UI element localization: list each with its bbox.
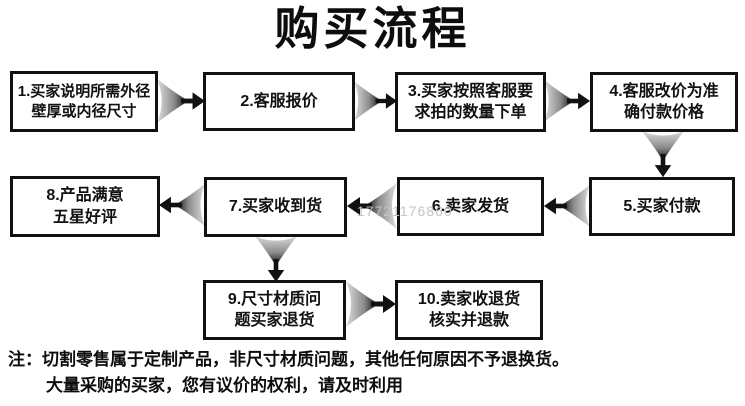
step-text: 4.客服改价为准 xyxy=(609,82,719,100)
arrow-left-icon xyxy=(158,183,206,227)
flow-step-2: 2.客服报价 xyxy=(203,72,355,131)
step-text: 五星好评 xyxy=(52,208,117,226)
footnote: 注：切割零售属于定制产品，非尺寸材质问题，其他任何原因不予退换货。 大量采购的买… xyxy=(8,347,738,399)
arrow-right-icon xyxy=(543,79,591,123)
step-text: 10.卖家收退货 xyxy=(417,290,521,308)
step-text: 6.卖家发货 xyxy=(431,197,510,215)
arrow-left-icon xyxy=(347,183,397,229)
step-text: 5.买家付款 xyxy=(623,197,701,215)
footnote-line-1: 注：切割零售属于定制产品，非尺寸材质问题，其他任何原因不予退换货。 xyxy=(8,350,569,369)
step-text: 确付款价格 xyxy=(623,104,704,121)
step-text: 核实并退款 xyxy=(428,312,509,329)
arrow-right-icon xyxy=(156,78,206,124)
step-text: 3.买家按照客服要 xyxy=(407,82,534,100)
flow-step-9: 9.尺寸材质问 题买家退货 xyxy=(203,280,346,340)
step-text: 7.买家收到货 xyxy=(228,198,323,216)
step-text: 壁厚或内径尺寸 xyxy=(31,102,137,120)
footnote-line-2: 大量采购的买家，您有议价的权利，请及时利用 xyxy=(46,376,403,395)
flow-step-7: 7.买家收到货 xyxy=(204,177,347,237)
step-text: 8.产品满意 xyxy=(46,187,124,205)
arrow-down-icon xyxy=(254,236,298,282)
step-text: 2.客服报价 xyxy=(240,92,318,110)
flow-step-3: 3.买家按照客服要 求拍的数量下单 xyxy=(395,72,546,132)
flow-step-10: 10.卖家收退货 核实并退款 xyxy=(395,280,543,340)
arrow-left-icon xyxy=(543,184,591,228)
flow-step-6: 6.卖家发货 xyxy=(397,177,544,236)
page-title: 购买流程 xyxy=(274,3,471,54)
flow-step-8: 8.产品满意 五星好评 xyxy=(10,176,160,237)
arrow-down-icon xyxy=(641,130,685,178)
flow-step-4: 4.客服改价为准 确付款价格 xyxy=(590,72,738,132)
arrow-right-icon xyxy=(353,81,398,121)
step-text: 1.买家说明所需外径 xyxy=(17,82,151,100)
step-text: 题买家退货 xyxy=(234,312,315,329)
arrow-right-icon xyxy=(346,281,396,327)
flow-step-5: 5.买家付款 xyxy=(589,177,735,236)
flow-step-1: 1.买家说明所需外径 壁厚或内径尺寸 xyxy=(10,71,158,132)
watermark-text: 17721176860 xyxy=(357,203,453,219)
step-text: 求拍的数量下单 xyxy=(414,104,527,121)
step-text: 9.尺寸材质问 xyxy=(227,290,322,308)
